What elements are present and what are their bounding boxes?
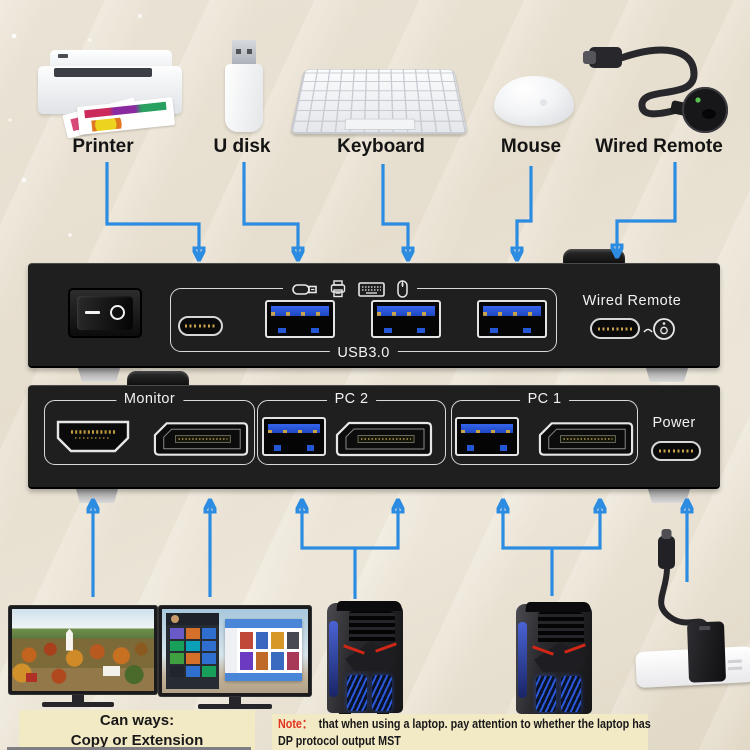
device-foot	[647, 487, 691, 503]
displayport-pc1	[538, 422, 634, 456]
usb-drive-icon	[292, 283, 317, 295]
arrow-bracket-pc2	[302, 501, 398, 550]
arrow-printer-to-panel	[105, 162, 199, 259]
selector-knob-back	[127, 371, 189, 388]
remote-led	[695, 97, 701, 103]
monitor-stand-base	[198, 704, 272, 709]
note-text-1: that when using a laptop. pay attention …	[318, 717, 651, 731]
printer-control	[58, 54, 68, 58]
displayport-pc2	[335, 421, 433, 457]
monitor-right-image	[158, 605, 312, 697]
u-disk-body	[225, 64, 263, 132]
note-label: Note：	[278, 717, 313, 731]
mouse-icon	[397, 280, 408, 298]
monitor-left-image	[8, 605, 158, 695]
device-foot	[645, 366, 689, 382]
usb3-port-1	[265, 300, 335, 338]
kvm-back-panel: Monitor PC 2 PC 1	[28, 385, 720, 489]
pc2-section-label: PC 2	[326, 391, 377, 407]
fan-grille	[561, 676, 581, 712]
arrow-keyboard-to-panel	[381, 164, 408, 259]
kvm-front-panel: USB3.0 Wired Remote	[28, 263, 720, 368]
start-menu-tiles	[169, 627, 216, 678]
pc1-section: PC 1	[451, 391, 638, 465]
monitor-right-screen	[162, 609, 308, 693]
modes-line1: Can ways:	[99, 712, 175, 729]
monitor-stand-base	[42, 702, 114, 707]
device-foot	[75, 487, 119, 503]
fan-grille	[372, 675, 392, 711]
wired-remote-label: Wired Remote	[595, 136, 723, 157]
store-window	[224, 619, 303, 682]
modes-line2: Copy or Extension	[70, 732, 204, 749]
mouse-label: Mouse	[500, 136, 562, 157]
pc-tower-1	[325, 601, 405, 719]
church-tower	[65, 628, 73, 651]
pc-tower-2	[514, 602, 594, 720]
usb3-port-3	[477, 300, 547, 338]
arrow-udisk-to-panel	[242, 162, 298, 259]
store-thumbnails	[240, 631, 300, 671]
arrow-bracket-pc1	[503, 501, 600, 550]
printer-lid	[50, 50, 172, 68]
arrow-remote-to-knob	[617, 162, 677, 256]
monitor-stand	[229, 697, 241, 704]
image-edge-strip	[7, 747, 251, 750]
usbc-cable-image	[658, 529, 709, 630]
note-caption: Note： that when using a laptop. pay atten…	[272, 714, 651, 750]
arrow-mouse-to-panel	[517, 166, 533, 259]
usb3-port-pc2	[262, 417, 326, 456]
store-sidebar	[224, 627, 238, 674]
power-adapter-image	[686, 621, 727, 683]
printer-output-slot	[54, 68, 152, 77]
front-port-icons	[283, 277, 417, 301]
usb3-port-pc1	[455, 417, 519, 456]
fan-grille	[536, 676, 556, 712]
note-text-2: DP protocol output MST	[278, 734, 401, 748]
display-modes-caption: Can ways: Copy or Extension	[19, 710, 255, 750]
power-off-symbol	[110, 305, 125, 320]
monitor-left-screen	[12, 609, 154, 691]
rocker-inner	[77, 296, 133, 330]
power-label: Power	[652, 415, 696, 431]
pc2-section: PC 2	[257, 391, 446, 465]
wired-remote-port-label: Wired Remote	[582, 293, 682, 309]
power-port	[651, 441, 701, 461]
power-on-symbol	[85, 311, 100, 314]
monitor-section-label: Monitor	[115, 391, 184, 407]
keyboard-keys	[290, 69, 468, 134]
wired-remote-image	[583, 46, 728, 133]
printer-icon	[330, 280, 346, 298]
monitor-stand	[72, 695, 84, 702]
monitor-section: Monitor	[44, 391, 255, 465]
mouse-image	[494, 76, 574, 126]
printer-label: Printer	[72, 136, 134, 157]
u-disk-image	[221, 40, 265, 134]
house	[102, 666, 120, 677]
selector-knob-front	[563, 249, 625, 266]
printer-image	[30, 40, 188, 140]
remote-button	[702, 109, 716, 119]
hdmi-port	[56, 420, 130, 453]
wired-remote-port	[590, 318, 640, 339]
pc1-section-label: PC 1	[519, 391, 570, 407]
u-disk-label: U disk	[213, 136, 271, 157]
start-menu-user	[166, 613, 219, 625]
remote-control-icon	[643, 318, 675, 340]
u-disk-connector	[232, 40, 256, 66]
usb-group-outline: USB3.0	[170, 277, 557, 361]
usb3-label: USB3.0	[329, 345, 398, 361]
usb3-port-2	[371, 300, 441, 338]
keyboard-image	[290, 42, 468, 134]
displayport-monitor	[153, 422, 249, 456]
start-menu	[166, 613, 219, 689]
usb-c-port-printer	[178, 316, 223, 336]
house	[26, 672, 38, 682]
fan-grille	[347, 675, 367, 711]
keyboard-label: Keyboard	[337, 136, 425, 157]
power-rocker-switch	[68, 288, 142, 338]
keyboard-icon	[358, 281, 385, 297]
device-foot	[77, 366, 121, 382]
